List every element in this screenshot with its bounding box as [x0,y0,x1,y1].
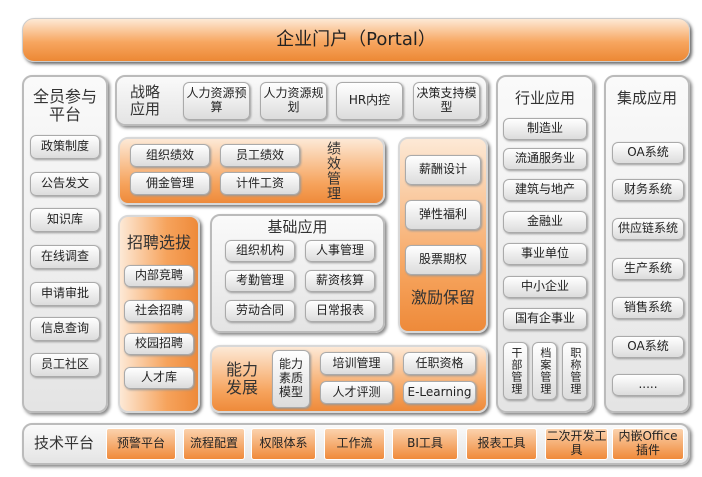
industry-title: 行业应用 [514,89,575,108]
integration-title: 集成应用 [616,89,677,108]
tech-item[interactable]: BI工具 [392,428,458,460]
tech-item[interactable]: 二次开发工具 [545,428,608,460]
recruitment-title: 招聘选拔 [126,232,191,252]
performance-item[interactable]: 计件工资 [220,172,300,195]
tech-item[interactable]: 内嵌Office插件 [612,428,684,460]
industry-item[interactable]: 金融业 [503,211,587,233]
participation-item[interactable]: 申请审批 [30,282,100,306]
portal-banner[interactable]: 企业门户（Portal） [22,18,690,62]
strategy-item[interactable]: 人力资源预算 [183,82,250,120]
tech-item[interactable]: 流程配置 [183,428,245,460]
basic-item[interactable]: 日常报表 [305,300,375,322]
industry-item[interactable]: 流通服务业 [503,148,587,170]
ability-item[interactable]: 任职资格 [403,352,476,375]
industry-item[interactable]: 事业单位 [503,243,587,265]
recruitment-item[interactable]: 人才库 [124,367,194,389]
integration-item[interactable]: 财务系统 [612,179,684,201]
recruitment-item[interactable]: 内部竞聘 [124,265,194,287]
strategy-item[interactable]: 决策支持模型 [413,82,480,120]
basic-item[interactable]: 人事管理 [305,240,375,262]
basic-item[interactable]: 劳动合同 [225,300,295,322]
performance-title: 绩效管理 [325,141,342,201]
strategy-title: 战略应用 [129,82,160,118]
strategy-item[interactable]: HR内控 [336,82,403,120]
basic-item[interactable]: 考勤管理 [225,270,295,292]
integration-item[interactable]: 供应链系统 [612,218,684,240]
ability-item[interactable]: 培训管理 [320,352,393,375]
participation-item[interactable]: 在线调查 [30,245,100,269]
tech-item[interactable]: 预警平台 [106,428,176,460]
tech-item[interactable]: 权限体系 [251,428,316,460]
industry-item[interactable]: 制造业 [503,118,587,140]
tech-item[interactable]: 报表工具 [466,428,537,460]
participation-item[interactable]: 公告发文 [30,172,100,196]
ability-title: 能力发展 [225,359,258,397]
participation-item[interactable]: 政策制度 [30,135,100,159]
participation-item[interactable]: 员工社区 [30,353,100,377]
integration-item[interactable]: OA系统 [612,336,684,358]
industry-vertical-item[interactable]: 职称管理 [562,342,587,400]
incentive-item[interactable]: 股票期权 [405,245,481,275]
integration-item[interactable]: OA系统 [612,142,684,164]
ability-model[interactable]: 能力素质模型 [272,350,310,408]
performance-item[interactable]: 佣金管理 [130,172,210,195]
ability-item[interactable]: 人才评测 [320,381,393,404]
basic-title: 基础应用 [267,218,328,237]
basic-item[interactable]: 薪资核算 [305,270,375,292]
ability-item[interactable]: E-Learning [403,381,476,404]
basic-item[interactable]: 组织机构 [225,240,295,262]
industry-item[interactable]: 中小企业 [503,276,587,298]
participation-item[interactable]: 知识库 [30,208,100,232]
industry-item[interactable]: 国有企事业 [503,308,587,330]
integration-item[interactable]: ..... [612,374,684,396]
incentive-item[interactable]: 薪酬设计 [405,155,481,185]
integration-item[interactable]: 销售系统 [612,297,684,319]
performance-item[interactable]: 组织绩效 [130,144,210,167]
recruitment-item[interactable]: 社会招聘 [124,300,194,322]
participation-title: 全员参与平台 [32,86,97,124]
incentive-item[interactable]: 弹性福利 [405,200,481,230]
participation-item[interactable]: 信息查询 [30,317,100,341]
tech-title: 技术平台 [33,434,94,453]
strategy-item[interactable]: 人力资源规划 [260,82,327,120]
industry-vertical-item[interactable]: 档案管理 [532,342,557,400]
incentive-title: 激励保留 [410,287,475,307]
industry-vertical-item[interactable]: 干部管理 [503,342,528,400]
industry-item[interactable]: 建筑与地产 [503,179,587,201]
integration-item[interactable]: 生产系统 [612,258,684,280]
recruitment-item[interactable]: 校园招聘 [124,333,194,355]
performance-item[interactable]: 员工绩效 [220,144,300,167]
tech-item[interactable]: 工作流 [324,428,385,460]
integration-panel [604,75,690,413]
